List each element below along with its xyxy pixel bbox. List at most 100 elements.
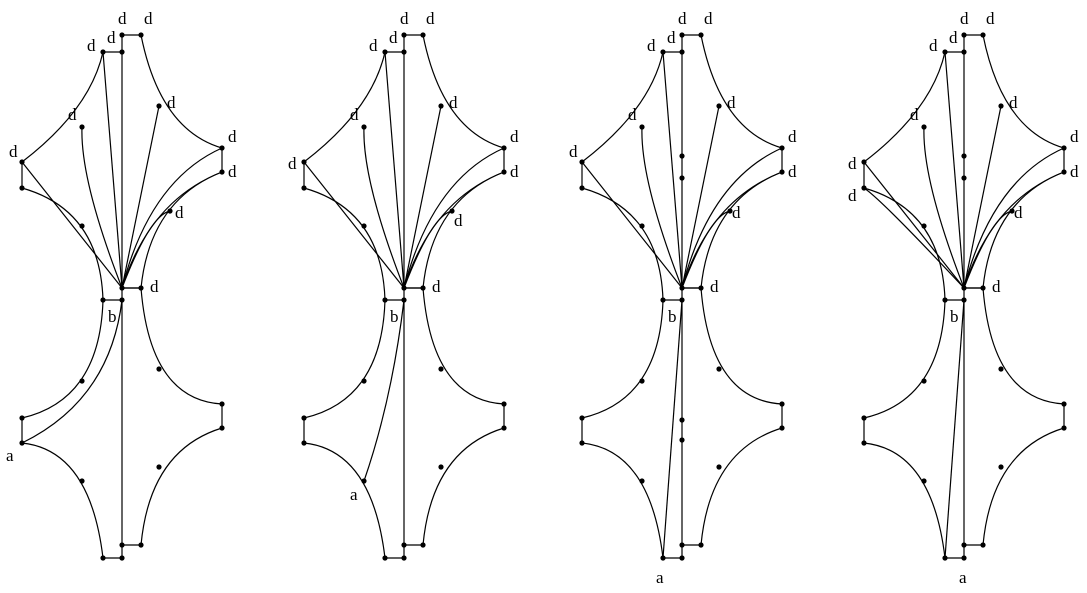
fan-edge — [662, 51, 683, 289]
label-a: a — [959, 568, 967, 587]
label-b: b — [108, 307, 117, 326]
outline-bottom-stub — [945, 544, 983, 559]
fan-edge — [363, 126, 405, 289]
vertex — [779, 401, 785, 407]
label-d: d — [929, 36, 938, 55]
vertex — [1061, 145, 1067, 151]
fan-edge — [81, 126, 123, 289]
vertex-dots — [19, 32, 225, 561]
outline-top-right-arc — [700, 34, 783, 149]
outline-bottom-stub — [663, 544, 701, 559]
fan-edge — [681, 210, 731, 289]
vertex — [301, 159, 307, 165]
fan-edge — [21, 161, 123, 289]
label-d: d — [144, 9, 153, 28]
vertex — [119, 49, 125, 55]
vertex — [679, 297, 685, 303]
label-d: d — [107, 28, 116, 47]
outline-right-lower-arc — [982, 287, 1065, 405]
vertex — [100, 49, 106, 55]
vertex — [420, 285, 426, 291]
label-a: a — [656, 568, 664, 587]
fan-edge — [581, 161, 683, 289]
outline-top-left-arc — [21, 51, 104, 163]
vertex — [660, 297, 666, 303]
panel-outline — [863, 34, 1065, 559]
panel-outline — [303, 34, 505, 559]
vertex — [382, 297, 388, 303]
vertex — [779, 145, 785, 151]
vertex — [79, 378, 85, 384]
outline-top-stub — [385, 34, 423, 53]
vertex — [501, 145, 507, 151]
vertex — [942, 49, 948, 55]
panel-outline — [581, 34, 783, 559]
vertex — [438, 103, 444, 109]
outline-right-upper-arc — [982, 171, 1065, 289]
vertex — [716, 464, 722, 470]
vertex — [921, 478, 927, 484]
panel-4: d d d d d d d d d d d d b a — [848, 9, 1079, 587]
labels: d d d d d d d d d d d b a — [569, 9, 797, 587]
label-d: d — [678, 9, 687, 28]
vertex — [942, 297, 948, 303]
vertex — [660, 49, 666, 55]
vertex — [19, 440, 25, 446]
fan-edge — [384, 51, 405, 289]
fan-edge — [681, 105, 720, 289]
outline-bottom-stub — [385, 544, 423, 559]
vertex — [679, 153, 685, 159]
vertex — [980, 285, 986, 291]
vertex — [779, 169, 785, 175]
vertex — [921, 124, 927, 130]
vertex — [679, 417, 685, 423]
vertex — [382, 555, 388, 561]
label-d: d — [150, 277, 159, 296]
outline-left-lower-arc — [303, 299, 386, 419]
label-d: d — [510, 162, 519, 181]
vertex — [579, 159, 585, 165]
vertex — [639, 378, 645, 384]
vertex — [119, 297, 125, 303]
outline-bottom-right-arc — [982, 427, 1065, 546]
label-d: d — [960, 9, 969, 28]
label-a: a — [350, 485, 358, 504]
vertex — [679, 437, 685, 443]
outline-bottom-right-arc — [700, 427, 783, 546]
label-d: d — [628, 105, 637, 124]
fan-edge — [121, 210, 171, 289]
vertex — [660, 555, 666, 561]
vertex — [449, 208, 455, 214]
outline-top-left-arc — [303, 51, 386, 163]
label-d: d — [118, 9, 127, 28]
label-d: d — [667, 28, 676, 47]
vertex — [679, 555, 685, 561]
label-d: d — [288, 154, 297, 173]
fan-edge — [863, 161, 965, 289]
vertex — [79, 478, 85, 484]
fan-edge — [403, 105, 442, 289]
vertex — [156, 464, 162, 470]
label-d: d — [848, 186, 857, 205]
fan-edges — [303, 51, 505, 482]
vertex — [19, 415, 25, 421]
vertex — [79, 223, 85, 229]
vertex — [138, 285, 144, 291]
label-d: d — [986, 9, 995, 28]
vertex — [861, 415, 867, 421]
vertex — [138, 32, 144, 38]
vertex — [219, 169, 225, 175]
label-d: d — [167, 93, 176, 112]
vertex — [579, 440, 585, 446]
fan-edge — [403, 147, 505, 289]
outline-bottom-stub — [103, 544, 141, 559]
fan-edge — [121, 105, 160, 289]
vertex — [401, 297, 407, 303]
fan-edge — [681, 171, 783, 289]
panel-2: d d d d d d d d d d d b a — [288, 9, 519, 561]
label-d: d — [369, 36, 378, 55]
label-d: d — [732, 203, 741, 222]
vertex — [438, 464, 444, 470]
fan-edge — [963, 171, 1065, 289]
